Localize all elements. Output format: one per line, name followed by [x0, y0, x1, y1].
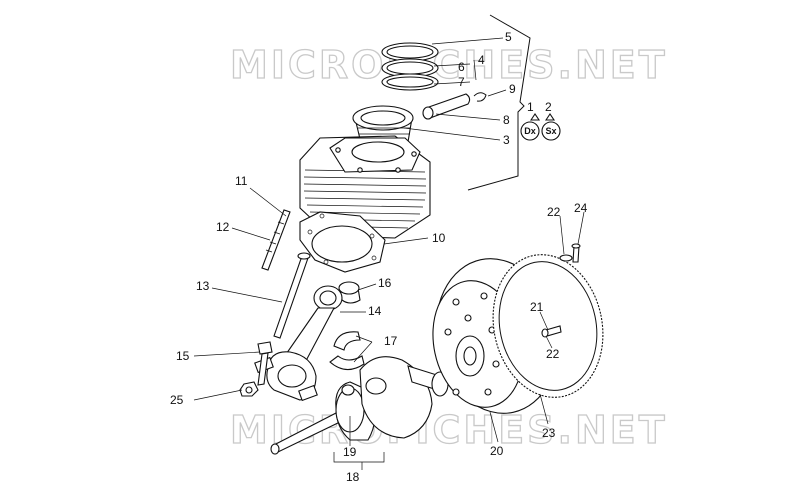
label-22-bottom: 22: [546, 347, 560, 361]
label-20: 20: [490, 444, 504, 458]
label-12: 12: [216, 220, 230, 234]
leader-lines: [193, 37, 585, 470]
flywheel-bolts: [541, 243, 581, 338]
rod-nut: [239, 381, 259, 397]
badge-sx: Sx: [541, 113, 561, 141]
piston-rings: [381, 42, 439, 91]
label-22-top: 22: [547, 205, 561, 219]
label-18: 18: [346, 470, 360, 484]
piston-pin: [422, 93, 471, 120]
badge-dx: Dx: [520, 113, 541, 141]
base-gasket: [299, 211, 386, 273]
cylinder: [299, 135, 431, 239]
label-14: 14: [368, 304, 382, 318]
label-24: 24: [574, 201, 588, 215]
label-21: 21: [530, 300, 544, 314]
con-rod-bolt: [273, 252, 311, 339]
circlip: [473, 92, 487, 102]
label-11: 11: [235, 174, 248, 188]
label-5: 5: [505, 30, 512, 44]
rod-bolt: [257, 341, 273, 386]
label-16: 16: [378, 276, 392, 290]
label-8: 8: [503, 113, 510, 127]
watermark-bottom: MICROFICHES.NET: [230, 408, 668, 452]
label-10: 10: [432, 231, 446, 245]
label-3: 3: [503, 133, 510, 147]
label-13: 13: [196, 279, 210, 293]
label-17: 17: [384, 334, 398, 348]
label-2: 2: [545, 100, 552, 114]
label-6: 6: [458, 60, 465, 74]
badge-sx-text: Sx: [545, 126, 556, 136]
badge-dx-text: Dx: [524, 126, 536, 136]
label-4: 4: [478, 53, 485, 67]
label-1: 1: [527, 100, 534, 114]
label-19: 19: [343, 445, 357, 459]
part-labels: 5 4 6 7 9 8 3 1 2 10 11 12 13 16 14 17 1…: [170, 30, 588, 484]
label-23: 23: [542, 426, 556, 440]
cylinder-group-bracket: [467, 14, 531, 191]
label-15: 15: [176, 349, 190, 363]
cylinder-stud: [261, 209, 291, 271]
label-25: 25: [170, 393, 184, 407]
label-9: 9: [509, 82, 516, 96]
label-7: 7: [458, 75, 465, 89]
small-end-bush: [338, 281, 361, 304]
ring-gear: [492, 254, 604, 398]
connecting-rod: [254, 285, 343, 402]
bearing-shells: [329, 331, 365, 371]
